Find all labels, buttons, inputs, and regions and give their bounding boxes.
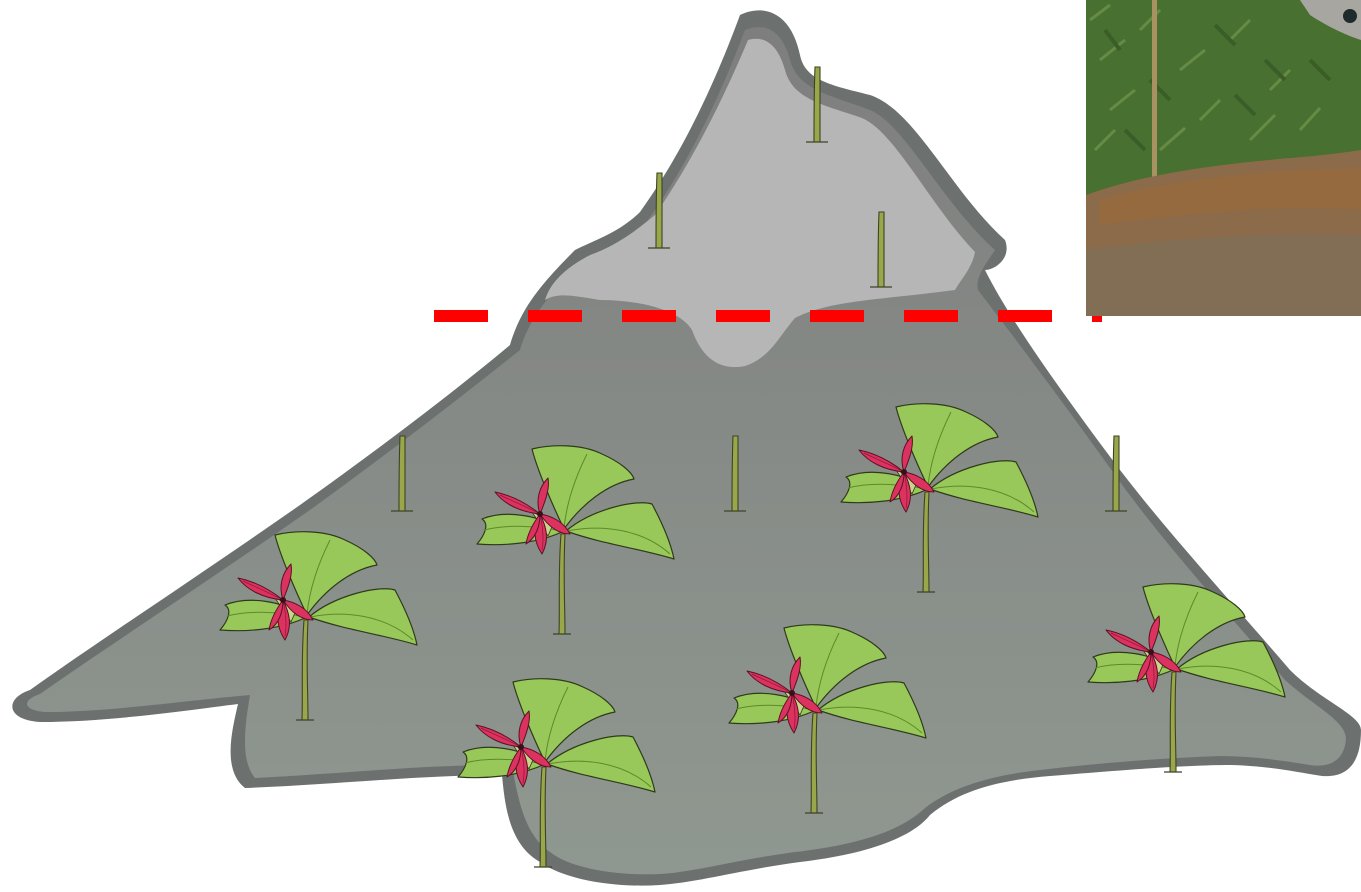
mountain-upper-zone xyxy=(545,38,975,368)
deer-photo xyxy=(1086,0,1361,316)
mountain-lower-fill xyxy=(27,27,1346,875)
treeline-dashed-line xyxy=(434,310,1102,322)
